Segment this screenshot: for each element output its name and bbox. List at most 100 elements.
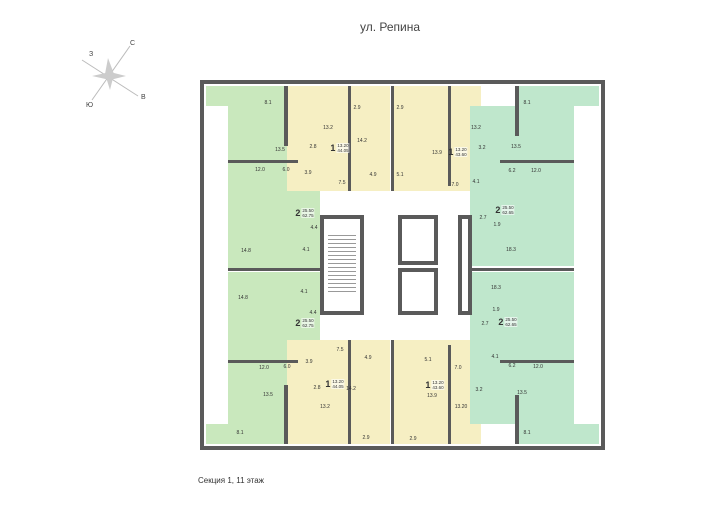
total-area: 62.75 bbox=[302, 323, 314, 328]
room-area-label: 3.9 bbox=[305, 359, 313, 365]
room-area-label: 13.9 bbox=[427, 393, 437, 399]
room-area-label: 6.2 bbox=[508, 363, 516, 369]
room-area-label: 5.1 bbox=[396, 172, 404, 178]
room-area-label: 12.0 bbox=[531, 168, 541, 174]
room-area-label: 14.2 bbox=[357, 138, 367, 144]
room-area-label: 13.5 bbox=[275, 147, 285, 153]
living-area: 13.20 bbox=[332, 379, 344, 384]
room-area-label: 6.0 bbox=[282, 167, 290, 173]
living-area: 25.50 bbox=[502, 205, 514, 210]
room-area-label: 13.5 bbox=[517, 390, 527, 396]
room-area-label: 7.0 bbox=[454, 365, 462, 371]
living-area: 13.20 bbox=[337, 143, 349, 148]
staircase bbox=[328, 235, 356, 295]
room-area-label: 4.4 bbox=[309, 310, 317, 316]
room-area-label: 13.2 bbox=[320, 404, 330, 410]
room-area-label: 14.8 bbox=[238, 295, 248, 301]
rooms-count: 2 bbox=[295, 208, 301, 218]
living-area: 25.50 bbox=[505, 317, 517, 322]
room-area-label: 5.1 bbox=[424, 357, 432, 363]
room-area-label: 13.20 bbox=[454, 404, 468, 410]
apartment-1room-bottom-left[interactable] bbox=[287, 340, 390, 444]
apartment-1room-top-left[interactable] bbox=[287, 86, 390, 191]
room-area-label: 2.9 bbox=[353, 105, 361, 111]
room-area-label: 2.9 bbox=[409, 436, 417, 442]
room-area-label: 2.7 bbox=[481, 321, 489, 327]
room-area-label: 12.0 bbox=[259, 365, 269, 371]
room-area-label: 1.9 bbox=[493, 222, 501, 228]
room-area-label: 2.8 bbox=[309, 144, 317, 150]
apartment-2room-top-right[interactable] bbox=[517, 86, 599, 106]
room-area-label: 4.9 bbox=[364, 355, 372, 361]
apartment-1room-top-right[interactable] bbox=[393, 86, 481, 191]
room-area-label: 13.2 bbox=[471, 125, 481, 131]
room-area-label: 4.9 bbox=[369, 172, 377, 178]
rooms-count: 2 bbox=[495, 205, 501, 215]
room-area-label: 3.2 bbox=[475, 387, 483, 393]
floor-caption: Секция 1, 11 этаж bbox=[198, 476, 265, 485]
living-area: 13.20 bbox=[432, 380, 444, 385]
room-area-label: 4.4 bbox=[310, 225, 318, 231]
total-area: 44.05 bbox=[332, 384, 344, 389]
room-area-label: 8.1 bbox=[523, 100, 531, 106]
room-area-label: 2.9 bbox=[396, 105, 404, 111]
total-area: 62.65 bbox=[502, 210, 514, 215]
room-area-label: 3.2 bbox=[478, 145, 486, 151]
room-area-label: 2.8 bbox=[313, 385, 321, 391]
room-area-label: 7.5 bbox=[336, 347, 344, 353]
room-area-label: 6.2 bbox=[508, 168, 516, 174]
room-area-label: 14.2 bbox=[346, 386, 356, 392]
room-area-label: 13.9 bbox=[432, 150, 442, 156]
room-area-label: 13.2 bbox=[323, 125, 333, 131]
rooms-count: 1 bbox=[425, 380, 431, 390]
room-area-label: 2.7 bbox=[479, 215, 487, 221]
room-area-label: 18.3 bbox=[491, 285, 501, 291]
compass: С В Ю З bbox=[80, 38, 150, 113]
apartment-2room-bottom-right[interactable] bbox=[470, 272, 574, 424]
room-area-label: 7.0 bbox=[451, 182, 459, 188]
room-area-label: 4.1 bbox=[302, 247, 310, 253]
room-area-label: 7.5 bbox=[338, 180, 346, 186]
living-area: 25.50 bbox=[302, 318, 314, 323]
apartment-2room-top-left[interactable] bbox=[206, 86, 284, 106]
rooms-count: 1 bbox=[325, 379, 331, 389]
compass-rose-icon bbox=[81, 45, 139, 101]
room-area-label: 3.9 bbox=[304, 170, 312, 176]
room-area-label: 4.1 bbox=[472, 179, 480, 185]
room-area-label: 8.1 bbox=[236, 430, 244, 436]
apartment-1room-bottom-right[interactable] bbox=[393, 340, 481, 444]
compass-north: С bbox=[130, 40, 136, 47]
living-area: 25.50 bbox=[302, 208, 314, 213]
compass-east: В bbox=[141, 94, 146, 101]
room-area-label: 12.0 bbox=[533, 364, 543, 370]
rooms-count: 1 bbox=[330, 143, 336, 153]
living-area: 13.20 bbox=[455, 147, 467, 152]
room-area-label: 6.0 bbox=[283, 364, 291, 370]
compass-west: З bbox=[89, 51, 94, 58]
rooms-count: 1 bbox=[448, 147, 454, 157]
room-area-label: 18.3 bbox=[506, 247, 516, 253]
total-area: 62.65 bbox=[505, 322, 517, 327]
room-area-label: 8.1 bbox=[523, 430, 531, 436]
room-area-label: 1.9 bbox=[492, 307, 500, 313]
room-area-label: 8.1 bbox=[264, 100, 272, 106]
room-area-label: 14.8 bbox=[241, 248, 251, 254]
room-area-label: 2.9 bbox=[362, 435, 370, 441]
total-area: 44.05 bbox=[337, 148, 349, 153]
compass-south: Ю bbox=[86, 102, 94, 109]
rooms-count: 2 bbox=[498, 317, 504, 327]
room-area-label: 13.5 bbox=[263, 392, 273, 398]
rooms-count: 2 bbox=[295, 318, 301, 328]
room-area-label: 4.1 bbox=[300, 289, 308, 295]
elevator-shaft bbox=[398, 268, 438, 315]
total-area: 43.60 bbox=[432, 385, 444, 390]
